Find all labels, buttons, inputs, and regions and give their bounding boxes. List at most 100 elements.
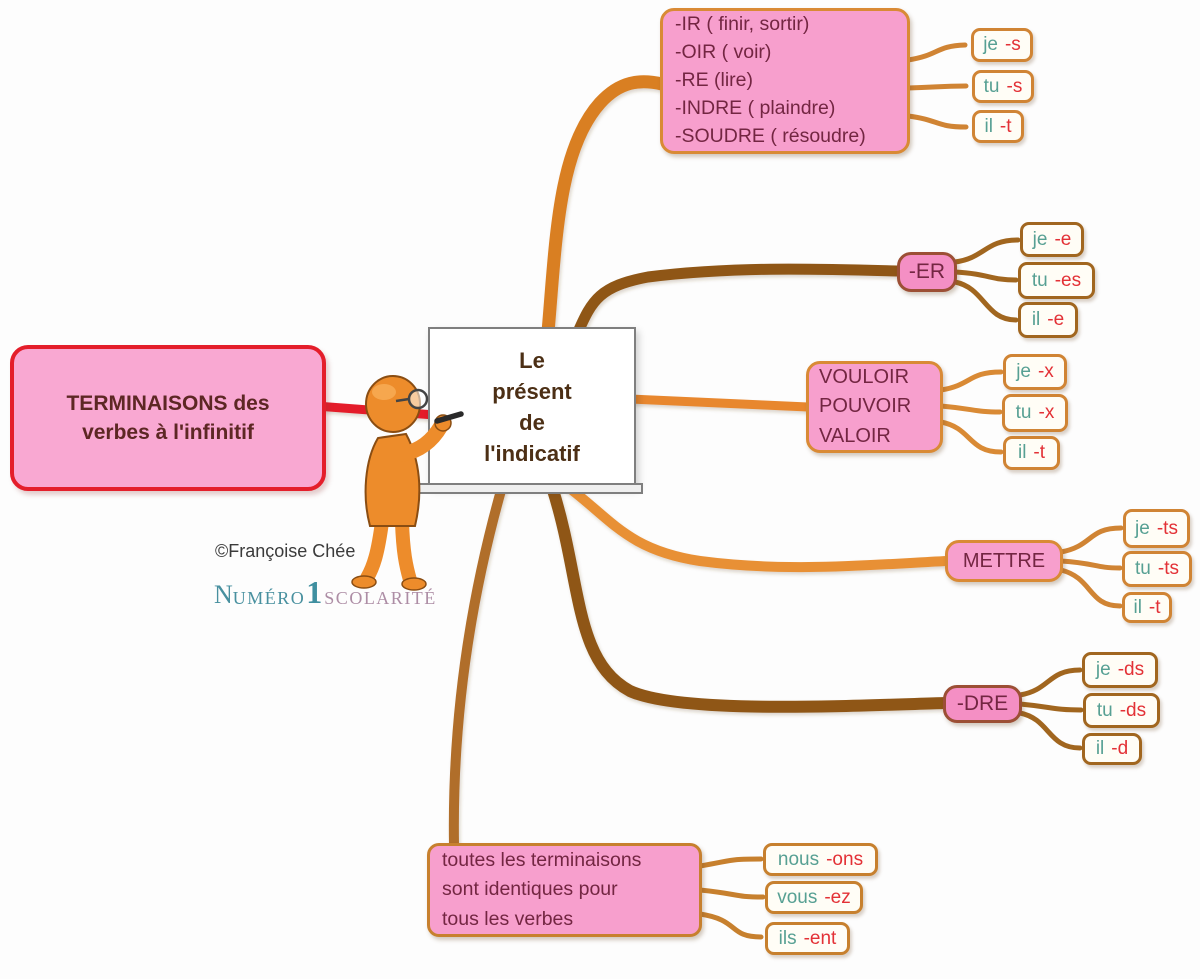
ending-text: -t	[1033, 442, 1046, 463]
leaf-ir-tu: tu -s	[972, 70, 1034, 103]
branch-er	[572, 263, 905, 338]
connector-plural-vous	[697, 887, 766, 900]
branch-ir	[541, 75, 669, 339]
leaf-ir-je: je -s	[971, 28, 1033, 62]
author-credit: ©Françoise Chée	[215, 541, 356, 561]
ending-text: -ds	[1119, 699, 1147, 721]
connector-mettre-il	[1058, 567, 1123, 609]
leaf-dre-il: il -d	[1082, 733, 1142, 765]
node-ir-label: -IR ( finir, sortir) -OIR ( voir) -RE (l…	[675, 13, 866, 147]
ending-text: -ts	[1157, 558, 1179, 579]
leaf-vouloir-il: il -t	[1003, 436, 1060, 470]
ending-text: -ent	[803, 927, 837, 949]
connector-vouloir-je	[938, 369, 1004, 393]
pronoun-text: il	[1031, 309, 1041, 330]
root-node-terminaisons: TERMINAISONS des verbes à l'infinitif	[10, 345, 326, 491]
ending-text: -x	[1038, 402, 1055, 423]
ending-text: -e	[1054, 228, 1072, 250]
connector-vouloir-il	[938, 419, 1004, 455]
connector-dre-tu	[1017, 701, 1084, 713]
branch-plural	[448, 482, 507, 850]
pronoun-text: tu	[1031, 269, 1048, 291]
node-plural-group: toutes les terminaisons sont identiques …	[427, 843, 702, 937]
pronoun-text: tu	[983, 75, 1000, 97]
node-er-label: -ER	[908, 260, 946, 283]
leaf-ir-il: il -t	[972, 110, 1024, 143]
ending-text: -s	[1006, 75, 1023, 97]
logo-scolarite: SCOLARITÉ	[324, 588, 437, 608]
leaf-plural-ils: ils -ent	[765, 922, 850, 955]
ending-text: -ts	[1156, 517, 1178, 539]
leaf-er-je: je -e	[1020, 222, 1084, 257]
pronoun-text: il	[1133, 596, 1142, 618]
node-plural-label: toutes les terminaisons sont identiques …	[442, 849, 642, 930]
ending-text: -ds	[1117, 659, 1145, 680]
ending-text: -e	[1047, 309, 1065, 330]
logo-umero: UMÉRO	[232, 588, 306, 608]
leaf-vouloir-je: je -x	[1003, 354, 1067, 390]
connector-mettre-tu	[1058, 558, 1123, 571]
pronoun-text: je	[1095, 659, 1111, 680]
pronoun-text: je	[1032, 228, 1048, 250]
pronoun-text: tu	[1015, 402, 1032, 423]
ending-text: -ez	[824, 886, 851, 908]
leaf-er-il: il -e	[1018, 302, 1078, 338]
node-mettre-label: METTRE	[962, 549, 1046, 572]
pronoun-text: il	[1017, 442, 1027, 463]
node-er: -ER	[897, 252, 957, 292]
leaf-dre-tu: tu -ds	[1083, 693, 1160, 728]
connector-er-il	[952, 279, 1019, 323]
pronoun-text: il	[984, 115, 993, 137]
connector-er-tu	[952, 269, 1019, 283]
connector-plural-ils	[697, 911, 764, 940]
pronoun-text: je	[1016, 361, 1031, 382]
branch-dre	[546, 481, 951, 713]
central-topic-board: Le présent de l'indicatif	[428, 327, 636, 487]
leaf-plural-vous: vous -ez	[765, 881, 863, 914]
leaf-mettre-tu: tu -ts	[1122, 551, 1192, 587]
pronoun-text: vous	[777, 886, 818, 908]
connector-er-je	[952, 237, 1021, 265]
leaf-dre-je: je -ds	[1082, 652, 1158, 688]
node-dre-label: -DRE	[956, 692, 1009, 715]
connector-vouloir-tu	[938, 403, 1003, 415]
ending-text: -t	[1148, 596, 1161, 618]
branch-vouloir	[625, 394, 813, 412]
ending-text: -d	[1111, 738, 1129, 759]
ending-text: -es	[1054, 269, 1082, 291]
logo-letter-n: N	[214, 580, 233, 609]
node-vouloir-group: VOULOIR POUVOIR VALOIR	[806, 361, 943, 453]
pronoun-text: tu	[1135, 558, 1151, 579]
connector-ir-tu	[905, 83, 969, 91]
connector-mettre-je	[1058, 525, 1124, 555]
branch-mettre	[563, 482, 952, 573]
connector-ir-je	[905, 42, 968, 63]
leaf-mettre-je: je -ts	[1123, 509, 1190, 548]
whiteboard-tray	[417, 483, 643, 494]
leaf-plural-nous: nous -ons	[763, 843, 878, 876]
connector-ir-il	[905, 113, 969, 130]
pronoun-text: ils	[778, 927, 797, 949]
connector-plural-nous	[697, 856, 764, 869]
connector-dre-il	[1017, 710, 1083, 751]
node-vouloir-label: VOULOIR POUVOIR VALOIR	[819, 365, 912, 447]
pronoun-text: tu	[1096, 699, 1113, 721]
connector-dre-je	[1017, 667, 1083, 698]
ending-text: -s	[1004, 34, 1021, 55]
node-dre: -DRE	[943, 685, 1022, 723]
ending-text: -x	[1037, 361, 1054, 382]
leaf-vouloir-tu: tu -x	[1002, 394, 1068, 432]
node-ir-group: -IR ( finir, sortir) -OIR ( voir) -RE (l…	[660, 8, 910, 154]
pronoun-text: il	[1095, 738, 1105, 759]
pronoun-text: je	[983, 34, 998, 55]
ending-text: -ons	[826, 848, 864, 870]
pronoun-text: nous	[777, 848, 820, 870]
node-mettre: METTRE	[945, 540, 1063, 582]
logo-digit-1: 1	[306, 574, 323, 610]
pronoun-text: je	[1135, 517, 1150, 539]
leaf-mettre-il: il -t	[1122, 592, 1172, 623]
ending-text: -t	[999, 115, 1012, 137]
